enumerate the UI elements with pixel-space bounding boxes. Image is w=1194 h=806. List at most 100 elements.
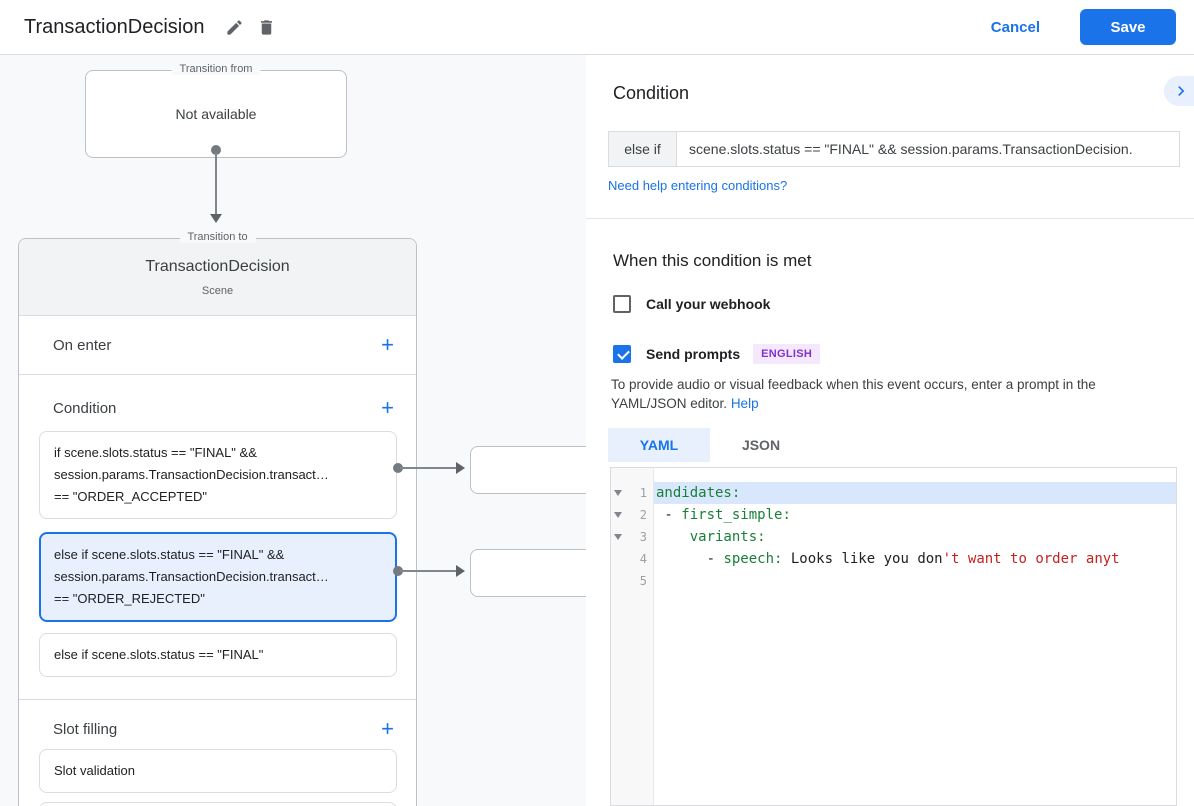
condition-section: Condition + if scene.slots.status == "FI… (19, 375, 416, 700)
transition-to-card: Transition to TransactionDecision Scene … (18, 231, 417, 806)
slot-filling-label: Slot filling (53, 720, 118, 738)
connector-line (400, 467, 456, 469)
tab-yaml[interactable]: YAML (608, 428, 710, 462)
top-bar: TransactionDecision Cancel Save (0, 0, 1194, 55)
editor-code-area[interactable]: andidates: - first_simple: variants: - s… (654, 468, 1176, 805)
transition-target-box[interactable] (470, 549, 586, 597)
condition-help-link[interactable]: Need help entering conditions? (608, 178, 788, 193)
fold-arrow-icon[interactable] (614, 490, 622, 496)
arrow-down-icon (210, 214, 222, 223)
slot-card-line: Slot validation (54, 763, 135, 778)
edit-scene-button[interactable] (218, 11, 250, 43)
scene-title: TransactionDecision (24, 15, 205, 38)
send-prompts-checkbox[interactable] (613, 345, 631, 363)
scene-card-header: TransactionDecision Scene (19, 239, 416, 316)
tab-json[interactable]: JSON (710, 428, 812, 462)
slot-card-partial[interactable] (39, 802, 397, 806)
connector-line (215, 153, 217, 215)
condition-section-label: Condition (53, 399, 117, 417)
trash-icon (260, 19, 272, 35)
arrow-right-icon (456, 565, 465, 577)
on-enter-row[interactable]: On enter + (19, 316, 416, 375)
condition-card[interactable]: if scene.slots.status == "FINAL" && sess… (39, 431, 397, 519)
gutter-line: 2 (611, 504, 653, 526)
gutter-line: 3 (611, 526, 653, 548)
condition-card-line: session.params.TransactionDecision.trans… (54, 569, 329, 584)
condition-expression-row: else if (608, 131, 1180, 167)
condition-card-selected[interactable]: else if scene.slots.status == "FINAL" &&… (39, 532, 397, 622)
save-button[interactable]: Save (1080, 9, 1176, 45)
add-on-enter-button[interactable]: + (381, 332, 394, 357)
code-token: variants: (689, 529, 766, 545)
fold-arrow-icon[interactable] (614, 534, 622, 540)
when-met-title: When this condition is met (613, 251, 812, 270)
condition-expression-input[interactable] (676, 131, 1180, 167)
code-token: - (656, 551, 724, 567)
prompt-help-body: To provide audio or visual feedback when… (611, 377, 1096, 411)
transition-target-box[interactable] (470, 446, 586, 494)
chevron-right-icon (1178, 86, 1185, 96)
connector-dot (211, 145, 221, 155)
transition-from-value: Not available (175, 106, 257, 122)
scene-name: TransactionDecision (145, 258, 290, 275)
section-divider (586, 218, 1194, 219)
code-token: - (656, 507, 682, 523)
code-token (656, 529, 690, 545)
code-token: speech: (723, 551, 783, 567)
condition-prefix: else if (608, 131, 676, 167)
pencil-icon (227, 19, 242, 35)
send-prompts-row: Send prompts ENGLISH (613, 344, 821, 364)
slot-filling-section-header: Slot filling + (19, 700, 416, 740)
scene-type: Scene (201, 285, 234, 297)
condition-card-line: if scene.slots.status == "FINAL" && (54, 445, 257, 460)
editor-gutter: 1 2 3 4 5 (611, 468, 654, 805)
condition-section-header: Condition + (19, 375, 416, 419)
line-number: 3 (639, 530, 647, 544)
arrow-right-icon (456, 462, 465, 474)
connector-dot (393, 566, 403, 576)
yaml-editor[interactable]: 1 2 3 4 5 andidates: (610, 467, 1177, 806)
condition-card-line: session.params.TransactionDecision.trans… (54, 467, 329, 482)
code-line: andidates: (654, 482, 1176, 504)
code-token: andidates: (656, 485, 741, 501)
code-token: Looks like you don (782, 551, 943, 567)
connector-dot (393, 463, 403, 473)
slot-validation-card[interactable]: Slot validation (39, 749, 397, 793)
connector-line (400, 570, 456, 572)
transition-to-legend: Transition to (179, 231, 256, 243)
line-number: 2 (639, 508, 647, 522)
editor-tabs: YAML JSON (608, 428, 812, 462)
condition-card-line: == "ORDER_REJECTED" (54, 591, 205, 606)
code-line: variants: (654, 526, 1176, 548)
send-prompts-label: Send prompts (646, 346, 741, 362)
active-line-highlight (654, 482, 1176, 504)
gutter-line: 1 (611, 482, 653, 504)
fold-arrow-icon[interactable] (614, 512, 622, 518)
add-slot-button[interactable]: + (381, 716, 394, 741)
add-condition-button[interactable]: + (381, 395, 394, 420)
cancel-button[interactable]: Cancel (990, 18, 1040, 36)
gutter-line: 5 (611, 570, 653, 592)
code-token: 't want to order anyt (942, 551, 1120, 567)
condition-card-line: else if scene.slots.status == "FINAL" && (54, 547, 285, 562)
code-line: - first_simple: (654, 504, 1176, 526)
gutter-line: 4 (611, 548, 653, 570)
transition-from-legend: Transition from (171, 63, 261, 75)
delete-scene-button[interactable] (250, 11, 282, 43)
panel-title: Condition (613, 83, 690, 103)
code-line: - speech: Looks like you don't want to o… (654, 548, 1176, 570)
code-token: first_simple: (681, 507, 791, 523)
flow-canvas: Transition from Not available Transition… (0, 55, 586, 806)
language-badge: ENGLISH (753, 344, 821, 364)
condition-card[interactable]: else if scene.slots.status == "FINAL" (39, 633, 397, 677)
webhook-row: Call your webhook (613, 295, 770, 313)
call-webhook-label: Call your webhook (646, 296, 771, 312)
collapse-panel-button[interactable] (1164, 76, 1194, 106)
condition-detail-panel: Condition else if Need help entering con… (586, 55, 1194, 806)
on-enter-label: On enter (53, 336, 112, 354)
condition-card-line: else if scene.slots.status == "FINAL" (54, 647, 264, 662)
slot-filling-section: Slot filling + Slot validation (19, 700, 416, 806)
help-link[interactable]: Help (730, 396, 759, 411)
call-webhook-checkbox[interactable] (613, 295, 631, 313)
